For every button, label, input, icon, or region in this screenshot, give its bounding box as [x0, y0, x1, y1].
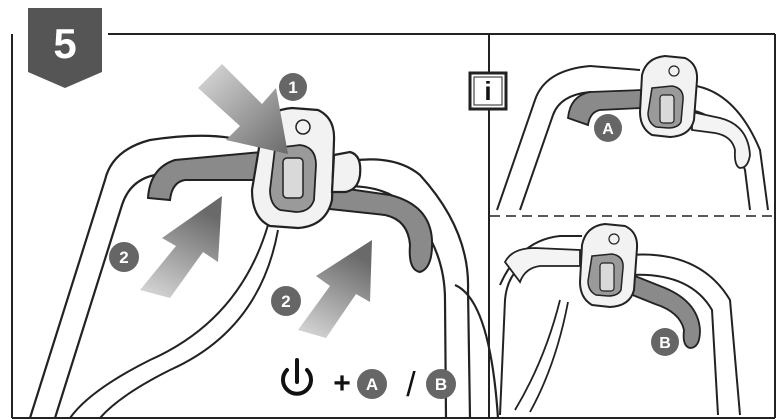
left-control-bar: [146, 150, 263, 202]
svg-text:i: i: [484, 76, 491, 106]
main-illustration: 1 2 2 + A / B: [28, 64, 500, 419]
info-view-a: A: [496, 54, 769, 211]
callout-2-right: 2: [271, 286, 301, 316]
callout-1: 1: [279, 73, 307, 101]
step-number: 5: [53, 20, 76, 67]
view-a-label: A: [602, 121, 614, 138]
power-plus-a-or-b-formula: + A / B: [281, 358, 456, 404]
formula-option-b: B: [435, 375, 447, 394]
formula-separator: /: [406, 366, 416, 404]
formula-plus: +: [333, 367, 351, 400]
press-arrow: [198, 64, 288, 154]
view-b-label: B: [659, 335, 671, 352]
svg-text:2: 2: [119, 248, 128, 267]
info-view-b: B: [499, 222, 741, 416]
callout-2-left: 2: [109, 242, 139, 272]
power-symbol-on-box: [295, 119, 311, 135]
pull-arrow-right: [298, 240, 372, 338]
right-control-bar: [319, 183, 434, 274]
control-box: [250, 106, 362, 230]
info-icon: i: [468, 71, 508, 111]
power-icon: [281, 358, 313, 396]
step-badge: 5: [28, 8, 102, 88]
svg-text:2: 2: [281, 292, 290, 311]
view-b-grey-bar: [624, 270, 701, 349]
pull-arrow-left: [140, 196, 222, 298]
svg-text:1: 1: [288, 78, 297, 97]
cable: [69, 224, 269, 419]
handle-frame-right-tube: [329, 158, 472, 419]
formula-option-a: A: [366, 375, 378, 394]
